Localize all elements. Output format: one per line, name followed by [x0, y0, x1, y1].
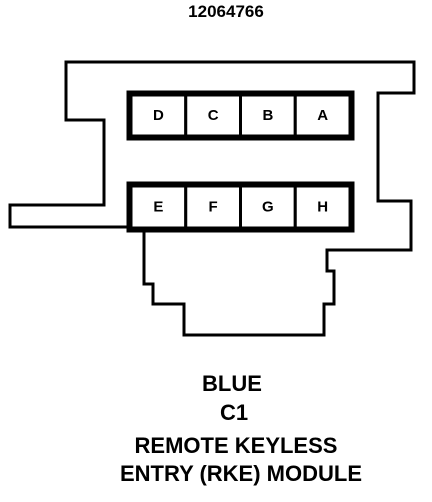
pin-cavity-f: F — [184, 184, 242, 230]
connector-name-line1: REMOTE KEYLESS — [134, 433, 338, 458]
pin-cavity-box — [293, 93, 352, 138]
pin-cavity-b: B — [239, 93, 297, 138]
part-number: 12064766 — [188, 2, 264, 21]
pin-label: A — [317, 107, 328, 124]
pin-cavity-box — [129, 93, 188, 138]
pin-cavity-box — [293, 184, 352, 230]
bottom-row-pins: E F G H — [129, 184, 352, 230]
pin-label: G — [262, 199, 274, 216]
pin-cavity-h: H — [293, 184, 352, 230]
pin-label: H — [317, 199, 328, 216]
pin-cavity-g: G — [239, 184, 297, 230]
pin-label: C — [208, 107, 219, 124]
pin-cavity-a: A — [293, 93, 352, 138]
pin-label: F — [209, 199, 218, 216]
pin-cavity-c: C — [184, 93, 242, 138]
pin-cavity-d: D — [129, 93, 188, 138]
connector-color-label: BLUE — [202, 371, 262, 396]
pin-label: E — [153, 199, 163, 216]
pin-label: D — [153, 107, 164, 124]
pin-cavity-e: E — [129, 184, 188, 230]
pin-label: B — [262, 107, 273, 124]
connector-id-label: C1 — [219, 400, 249, 425]
connector-name-line2: ENTRY (RKE) MODULE — [120, 461, 362, 486]
